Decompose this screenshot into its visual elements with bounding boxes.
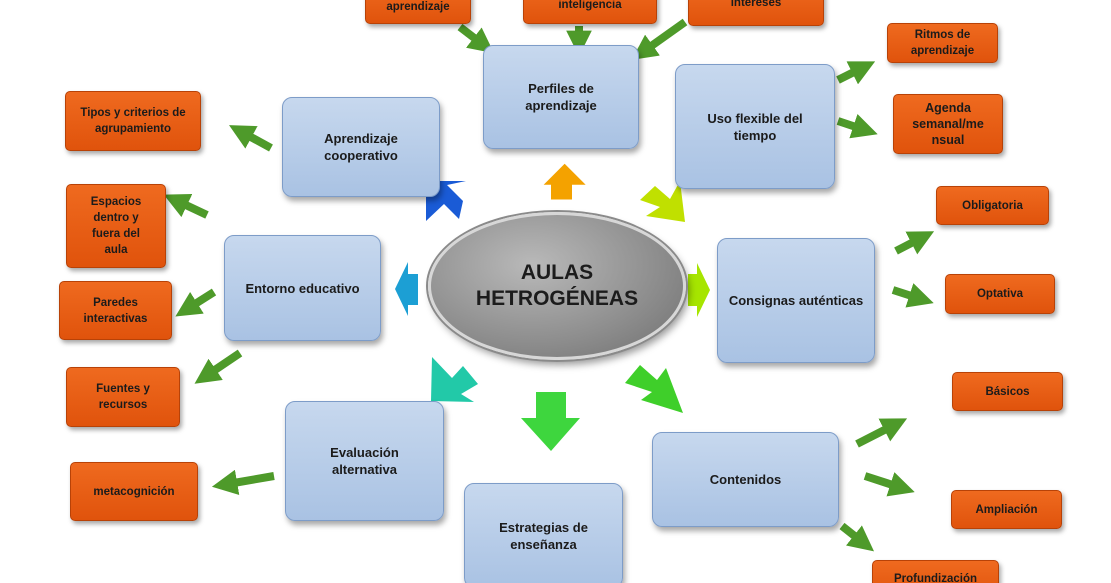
leaf-aprendizaje-top: aprendizaje <box>365 0 471 24</box>
radial-arrow-upright <box>640 181 685 222</box>
leaf-inteligencia-top-label: inteligencia <box>558 0 622 11</box>
leaf-ampliacion: Ampliación <box>951 490 1062 529</box>
central-topic-title: AULAS HETROGÉNEAS <box>475 261 639 310</box>
connector-arrow <box>631 18 688 60</box>
connector-arrow <box>836 113 878 139</box>
leaf-ampliacion-label: Ampliación <box>975 503 1038 516</box>
leaf-agenda-label: Agenda semanal/me nsual <box>912 101 984 147</box>
leaf-basicos-label: Básicos <box>985 385 1030 398</box>
radial-arrow-down <box>521 392 580 451</box>
leaf-metacognicion-label: metacognición <box>93 485 175 498</box>
connector-arrow <box>229 125 273 152</box>
leaf-paredes-label: Paredes interactivas <box>83 296 148 325</box>
node-consignas-label: Consignas auténticas <box>728 293 864 308</box>
connector-arrow <box>855 418 908 448</box>
connector-arrow <box>163 193 209 219</box>
leaf-tipos: Tipos y criterios de agrupamiento <box>65 91 201 151</box>
connector-arrow <box>211 469 275 495</box>
central-topic: AULAS HETROGÉNEAS <box>428 212 686 360</box>
leaf-paredes: Paredes interactivas <box>59 281 172 340</box>
node-uso-tiempo-label: Uso flexible del tiempo <box>707 110 803 143</box>
connector-arrow <box>194 349 243 384</box>
node-consignas: Consignas auténticas <box>717 238 875 363</box>
node-estrategias-label: Estrategias de enseñanza <box>499 519 588 552</box>
leaf-aprendizaje-top-label: aprendizaje <box>386 1 450 13</box>
leaf-ritmos: Ritmos de aprendizaje <box>887 23 998 63</box>
leaf-obligatoria-label: Obligatoria <box>962 199 1023 212</box>
radial-arrow-downleft <box>431 357 478 402</box>
leaf-profundizacion-label: Profundización <box>893 573 978 583</box>
node-estrategias: Estrategias de enseñanza <box>464 483 623 583</box>
leaf-tipos-label: Tipos y criterios de agrupamiento <box>80 107 186 135</box>
leaf-intereses-top-label: intereses <box>730 0 782 9</box>
radial-arrow-up <box>543 163 586 200</box>
node-perfiles-label: Perfiles de aprendizaje <box>525 81 597 113</box>
leaf-fuentes: Fuentes y recursos <box>66 367 180 427</box>
node-uso-tiempo: Uso flexible del tiempo <box>675 64 835 189</box>
leaf-inteligencia-top: inteligencia <box>523 0 657 24</box>
node-entorno-label: Entorno educativo <box>245 280 360 296</box>
node-cooperativo-label: Aprendizaje cooperativo <box>324 131 398 163</box>
node-perfiles: Perfiles de aprendizaje <box>483 45 639 149</box>
leaf-agenda: Agenda semanal/me nsual <box>893 94 1003 154</box>
connector-arrow <box>175 288 217 317</box>
leaf-espacios-label: Espacios dentro y fuera del aula <box>90 196 142 256</box>
radial-arrow-downright <box>625 365 683 413</box>
leaf-profundizacion: Profundización <box>872 560 999 583</box>
node-evaluacion: Evaluación alternativa <box>285 401 444 521</box>
node-contenidos-label: Contenidos <box>709 472 782 487</box>
leaf-optativa-label: Optativa <box>976 288 1023 300</box>
leaf-optativa: Optativa <box>945 274 1055 314</box>
connector-arrow <box>863 472 915 497</box>
leaf-fuentes-label: Fuentes y recursos <box>96 383 150 411</box>
connector-arrow <box>839 522 875 552</box>
radial-arrow-left <box>395 262 418 316</box>
leaf-metacognicion: metacognición <box>70 462 198 521</box>
node-contenidos: Contenidos <box>652 432 839 527</box>
leaf-basicos: Básicos <box>952 372 1063 411</box>
connector-arrow <box>457 23 495 54</box>
leaf-intereses-top: intereses <box>688 0 824 26</box>
leaf-ritmos-label: Ritmos de aprendizaje <box>910 29 975 57</box>
connector-arrow <box>894 231 935 255</box>
leaf-obligatoria: Obligatoria <box>936 186 1049 225</box>
node-evaluacion-label: Evaluación alternativa <box>330 445 399 477</box>
node-cooperativo: Aprendizaje cooperativo <box>282 97 440 197</box>
leaf-espacios: Espacios dentro y fuera del aula <box>66 184 166 268</box>
radial-arrow-right <box>688 263 710 317</box>
connector-arrow <box>836 61 876 85</box>
connector-arrow <box>891 283 934 308</box>
node-entorno: Entorno educativo <box>224 235 381 341</box>
